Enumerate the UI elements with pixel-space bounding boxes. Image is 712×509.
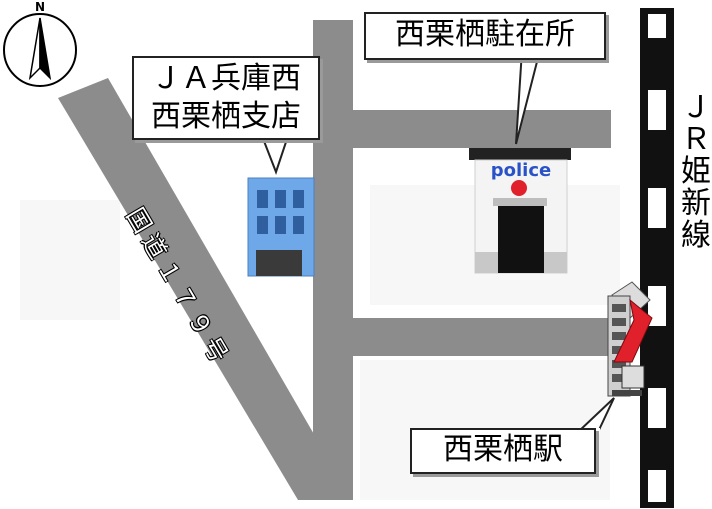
railway-label-char: 新 [681,186,711,221]
police-box-label: 西栗栖駐在所 [364,12,606,60]
route-179-road [58,78,352,500]
station-red-marker [613,298,653,363]
ja-bank-label: ＪＡ兵庫西 西栗栖支店 [132,56,320,140]
railway-line [640,8,674,508]
railway-label-char: Ｊ [681,90,711,125]
lower-horizontal-road [353,318,623,356]
police-sign: police [490,160,552,181]
upper-horizontal-road [353,110,611,148]
police-door-icon [498,206,544,273]
compass-north-label: N [34,0,46,14]
ja-bank-label-line1: ＪＡ兵庫西 [151,61,301,96]
railway-label-char: 姫 [681,154,711,189]
railway-label: Ｊ Ｒ 姫 新 線 [678,92,712,252]
north-arrow-right [39,17,52,81]
railway-label-char: Ｒ [681,122,711,157]
police-box-icon [469,148,571,274]
compass [3,13,77,87]
station-label: 西栗栖駅 [410,428,596,474]
ja-bank-label-line2: 西栗栖支店 [151,99,301,134]
station-building-icon [607,281,653,397]
bank-building-icon [247,177,315,277]
railway-label-char: 線 [681,218,711,253]
police-lamp-icon [511,180,527,196]
